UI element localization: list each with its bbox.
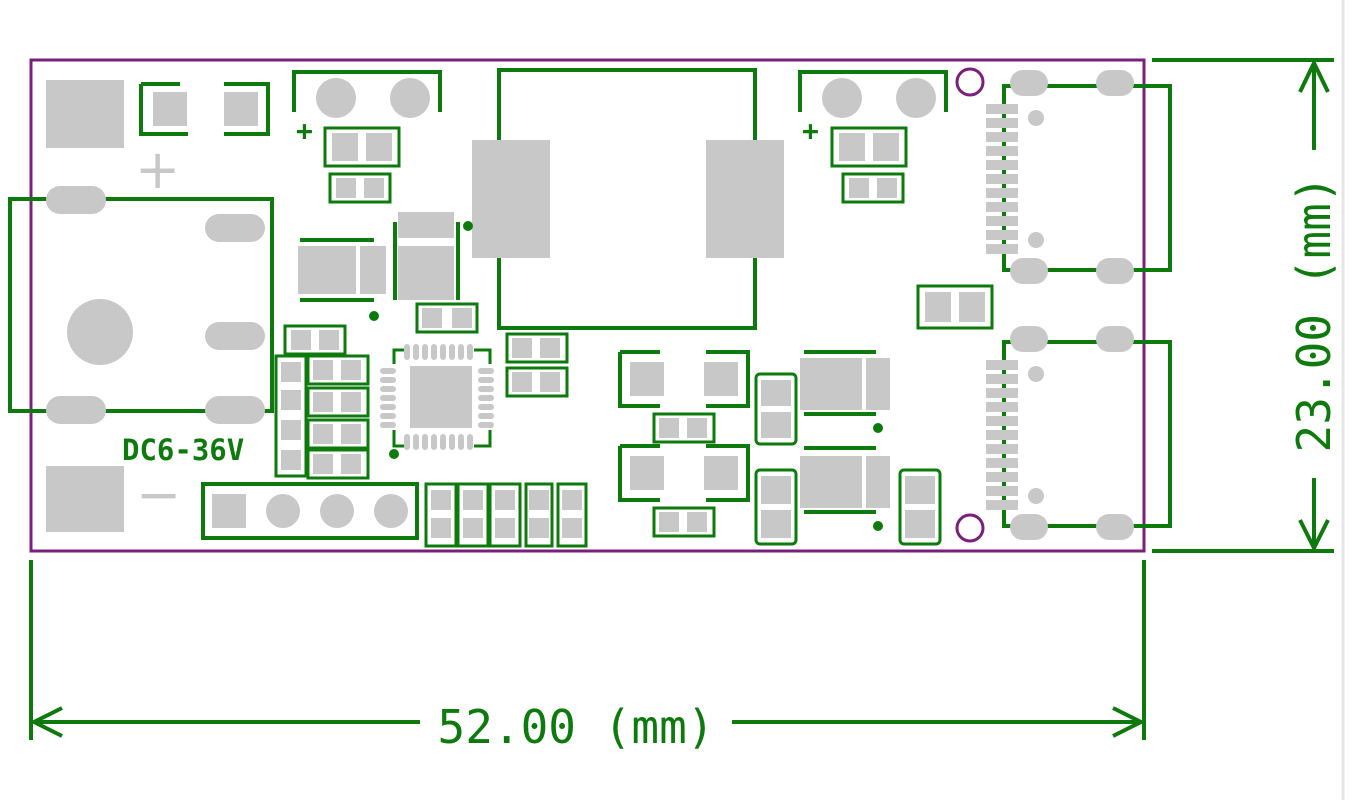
capacitor-left [292,70,442,118]
cap-plus-left: + [296,114,313,147]
height-dimension [1152,58,1334,553]
usb-connector-bottom [986,326,1172,540]
schottky-diode-c [800,350,890,433]
power-inductor [463,68,784,330]
height-dimension-label: 23.00 (mm) [1287,176,1341,453]
cap-plus-right: + [802,114,819,147]
smd-pair-usb [916,284,994,330]
smd-pair-left-b [328,172,392,204]
width-dimension [29,560,1146,740]
mounting-hole-bottom [955,513,985,543]
capacitor-right [798,70,948,118]
plus-sign: + [135,138,180,201]
smd-pair-mid-c [652,412,716,444]
mounting-hole-top [955,67,985,97]
resistor-array-bottom [424,482,588,548]
smd-pair-mid-a [415,302,479,334]
input-voltage-label: DC6-36V [122,433,244,467]
smd-pair-right-a [830,126,908,168]
width-dimension-label: 52.00 (mm) [438,700,715,754]
mosfet-upper [618,350,750,408]
pin-header [201,482,419,540]
smd-pair-mid-b [505,332,569,398]
smd-pair-mid-d [652,506,716,538]
usb-connector-top [986,70,1172,284]
controller-ic [380,344,494,459]
schottky-diode-d [800,446,890,531]
board-outline [29,58,1146,553]
minus-sign: − [136,463,181,526]
diode-top-left [139,82,270,136]
mosfet-lower [618,444,750,502]
schottky-diode-a [298,238,386,321]
dc-jack [8,80,274,532]
resistor-array-left [274,324,370,480]
smd-pair-right-b [841,172,905,204]
smd-pair-left-a [323,126,401,168]
schottky-diode-b [393,212,460,300]
cap-stack-right [754,372,942,546]
